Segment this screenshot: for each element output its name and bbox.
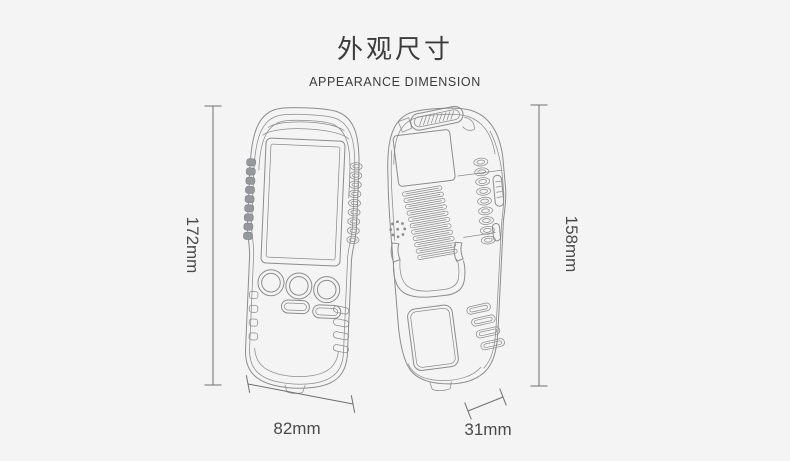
front-bumper-inner-line	[249, 113, 356, 385]
back-view-drawing	[387, 105, 507, 391]
dimension-line-height-back	[530, 104, 548, 387]
back-left-seam	[390, 150, 396, 241]
vent-left-notch	[397, 117, 413, 133]
dimension-line-width	[245, 375, 356, 413]
page-title: 外观尺寸	[336, 34, 453, 64]
back-body-outline	[387, 107, 507, 385]
front-view-drawing	[242, 107, 363, 394]
front-left-grip-bumps	[242, 158, 257, 241]
back-kickstand	[390, 241, 466, 298]
front-buttons	[257, 269, 342, 320]
title-block: 外观尺寸 APPEARANCE DIMENSION	[0, 29, 790, 89]
back-panel-seams	[457, 169, 503, 238]
back-label-plate	[392, 129, 456, 187]
front-screen	[265, 143, 341, 261]
back-right-seam	[483, 130, 505, 369]
front-top-ridge	[258, 119, 351, 199]
dimension-line-height-front	[204, 105, 222, 386]
back-lanyard-hook	[462, 116, 475, 131]
back-vent-slats	[401, 184, 459, 261]
back-right-grip-ovals	[472, 157, 497, 246]
depth-dimension-label: 31mm	[464, 420, 512, 439]
dimension-line-depth	[464, 388, 507, 420]
front-body-outline	[245, 107, 360, 389]
front-lower-left-bumps	[248, 290, 259, 341]
back-bottom-arc	[407, 363, 482, 381]
front-bottom-arc	[254, 347, 339, 377]
width-dimension-label: 82mm	[273, 419, 321, 438]
page-subtitle: APPEARANCE DIMENSION	[309, 75, 481, 89]
front-screen-frame	[260, 137, 346, 267]
front-visor-arc-outer	[262, 128, 350, 140]
back-bottom-tab	[429, 381, 452, 391]
front-visor-arc-inner	[267, 121, 345, 132]
back-top-vent	[397, 105, 464, 133]
back-height-dimension-label: 158mm	[562, 215, 581, 273]
vent-hatch-lines	[419, 110, 455, 126]
dimension-lines	[204, 104, 548, 420]
back-battery-door	[407, 304, 459, 371]
back-speaker-dots	[389, 220, 407, 239]
front-height-dimension-label: 172mm	[183, 216, 202, 274]
